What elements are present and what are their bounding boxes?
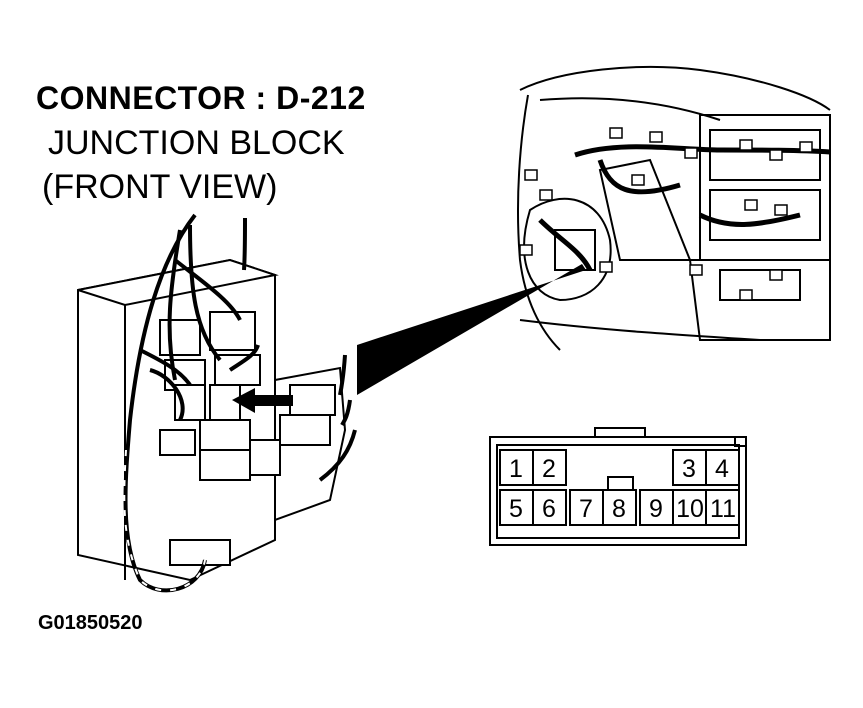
junction-block-label: JUNCTION BLOCK	[48, 124, 345, 162]
junction-block-illustration	[77, 258, 347, 582]
connector-title: CONNECTOR : D-212	[36, 80, 366, 116]
pin-label: 5	[509, 495, 523, 523]
pin-label: 10	[676, 495, 704, 523]
connector-face	[489, 427, 747, 546]
dashboard-harness	[538, 144, 831, 272]
callout-pointer-icon	[357, 264, 586, 395]
pin-label: 7	[579, 495, 593, 523]
pin-label: 3	[682, 455, 696, 483]
connector-cells	[499, 449, 740, 526]
junction-block-harness	[123, 213, 357, 593]
pin-label: 1	[509, 455, 523, 483]
dashboard-connectors	[519, 127, 813, 301]
figure-code: G01850520	[38, 612, 143, 634]
pin-label: 11	[710, 495, 736, 523]
front-view-label: (FRONT VIEW)	[42, 168, 278, 206]
pin-label: 9	[649, 495, 663, 523]
pin-label: 6	[542, 495, 556, 523]
left-arrow-icon	[232, 388, 293, 413]
pin-label: 8	[612, 495, 626, 523]
pin-label: 4	[715, 455, 729, 483]
connector-pin-labels: 1 2 3 4 5 6 7 8 9 10 11	[509, 455, 736, 523]
pin-label: 2	[542, 455, 556, 483]
dashboard-illustration	[517, 65, 831, 351]
